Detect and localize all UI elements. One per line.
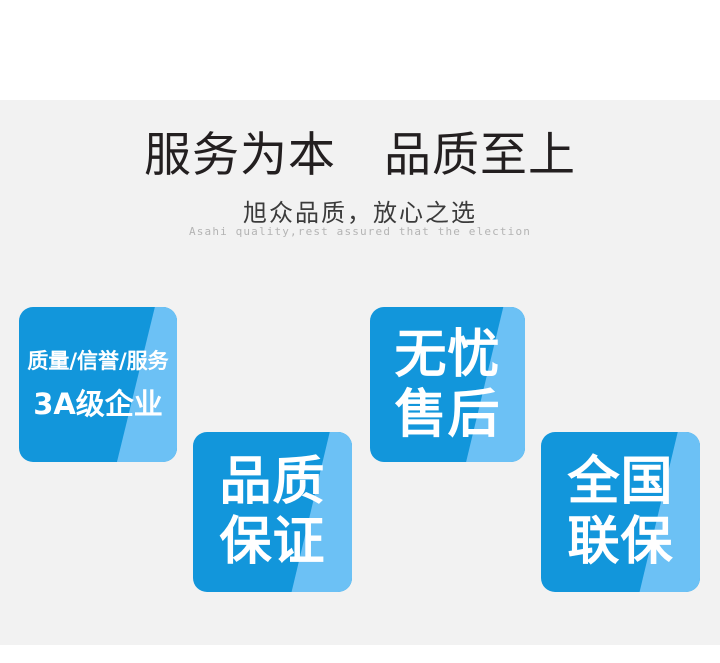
badge-headline-line-2: 保证: [219, 512, 326, 572]
badge-nationwide-warranty[interactable]: 全国 联保: [541, 432, 700, 592]
badge-content: 全国 联保: [541, 432, 700, 592]
badge-content: 品质 保证: [193, 432, 352, 592]
page-subtitle-english: Asahi quality,rest assured that the elec…: [189, 225, 531, 238]
page-title: 服务为本 品质至上: [144, 128, 576, 183]
badge-headline-line-1: 无忧: [394, 324, 501, 385]
badge-caption: 质量/信誉/服务: [27, 348, 169, 373]
badge-content: 无忧 售后: [370, 307, 525, 462]
badge-3a-enterprise[interactable]: 质量/信誉/服务 3A级企业: [19, 307, 177, 462]
badge-headline-line-1: 全国: [567, 452, 674, 512]
badge-quality-guarantee[interactable]: 品质 保证: [193, 432, 352, 592]
page-subtitle: 旭众品质，放心之选: [243, 199, 477, 227]
badge-headline-line-1: 品质: [219, 452, 326, 512]
badge-headline-line-2: 售后: [394, 384, 501, 445]
badge-content: 质量/信誉/服务 3A级企业: [19, 307, 177, 462]
badge-headline: 3A级企业: [33, 386, 163, 421]
badge-headline-line-2: 联保: [567, 512, 674, 572]
badge-worry-free-after-sales[interactable]: 无忧 售后: [370, 307, 525, 462]
